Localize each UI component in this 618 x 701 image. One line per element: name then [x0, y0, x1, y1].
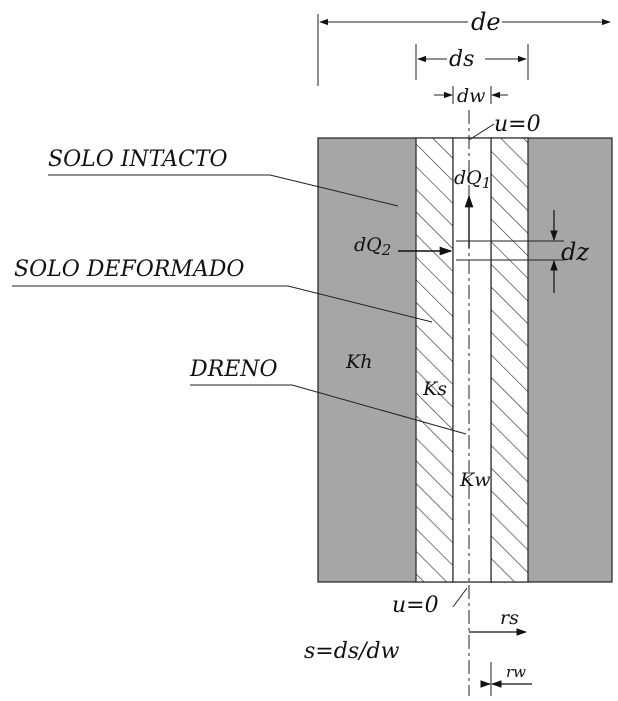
kw-label: Kw [459, 469, 490, 491]
ks-label: Ks [422, 378, 447, 400]
u-top-label: u=0 [494, 112, 541, 137]
smear-zone-right [490, 137, 529, 583]
solo-intacto-label: SOLO INTACTO [48, 147, 228, 172]
rs-label: rs [500, 607, 519, 629]
dz-label: dz [561, 238, 589, 266]
de-label: de [471, 8, 501, 36]
dreno-label: DRENO [189, 357, 278, 382]
rw-label: rw [506, 663, 526, 681]
solo-deformado-label: SOLO DEFORMADO [14, 257, 244, 282]
ds-label: ds [449, 47, 474, 72]
u-top-leader [468, 123, 495, 141]
s-formula: s=ds/dw [304, 639, 400, 664]
smear-zone-left [415, 137, 454, 583]
solo-intacto-leader [269, 174, 399, 207]
solo-deformado-leader [287, 285, 433, 323]
u-bottom-label: u=0 [392, 593, 439, 618]
dw-label: dw [457, 85, 485, 107]
dq1-label: dQ1 [454, 167, 491, 192]
dreno-leader [291, 384, 467, 435]
drain-column [452, 137, 492, 583]
dq2-label: dQ2 [354, 234, 391, 259]
u-bottom-leader [452, 587, 468, 608]
kh-label: Kh [345, 351, 372, 373]
